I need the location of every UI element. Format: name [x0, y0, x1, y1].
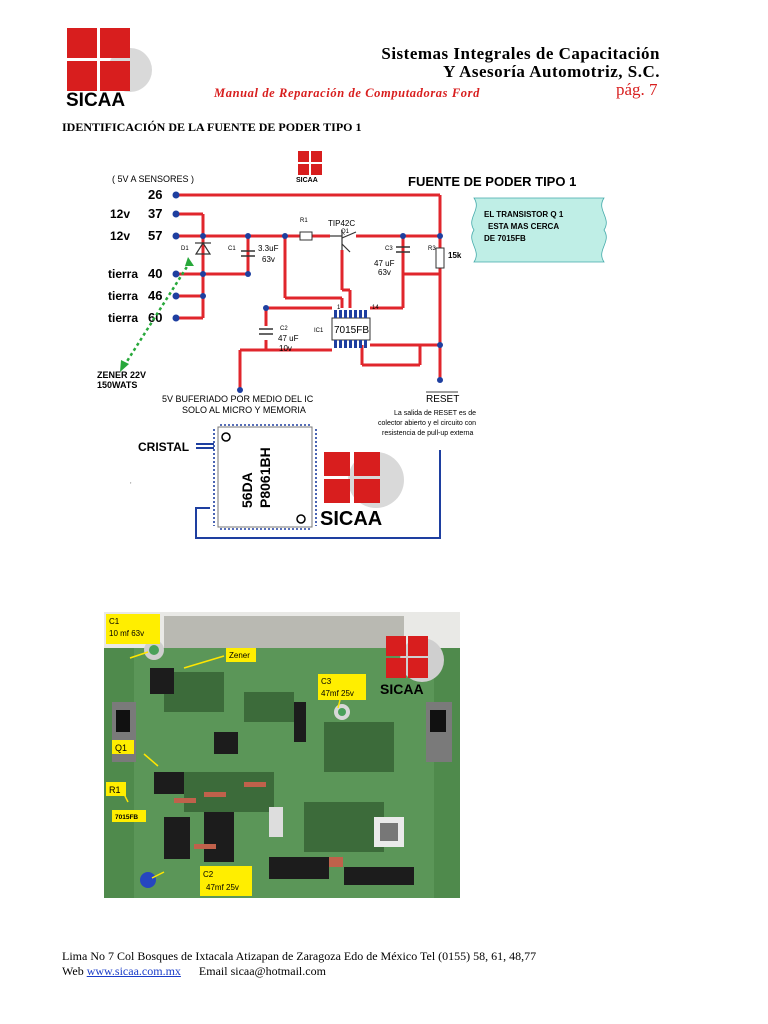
pin-57-number: 57	[148, 228, 162, 243]
capacitor-c2	[259, 328, 273, 335]
ic1-pin-14: 14	[372, 305, 379, 311]
company-name-line1: Sistemas Integrales de Capacitación	[381, 44, 660, 63]
photo-label-c2	[200, 866, 252, 896]
capacitor-c1	[241, 250, 255, 257]
footer-web-link[interactable]: www.sicaa.com.mx	[86, 964, 181, 978]
diode-d1	[194, 241, 212, 255]
footer-email: Email sicaa@hotmail.com	[198, 964, 326, 978]
ic1-pin-1: 1	[337, 305, 341, 311]
sicaa-logo: SICAA	[66, 28, 152, 110]
photo-label-c3-line2: 47mf 25v	[321, 689, 354, 698]
photo-label-q1	[112, 740, 134, 754]
c2-value: 47 uF	[278, 334, 299, 343]
q1-label: Q1	[341, 229, 350, 235]
buffered-label-line2: SOLO AL MICRO Y MEMORIA	[182, 405, 306, 415]
r3-value: 15k	[448, 251, 462, 260]
photo-label-ic-text: 7015FB	[115, 814, 138, 821]
d1-label: D1	[181, 246, 189, 252]
photo-label-c1-line2: 10 mf 63v	[109, 629, 144, 638]
connector-pins	[172, 191, 443, 393]
photo-label-ic	[112, 810, 146, 822]
resistor-r3	[435, 247, 445, 269]
c1-voltage: 63v	[262, 255, 275, 264]
power-supply-schematic: SICAA	[97, 151, 607, 539]
microcontroller-chip	[213, 424, 317, 530]
photo-label-c1	[106, 614, 160, 644]
photo-label-c2-line1: C2	[203, 870, 214, 879]
company-name-line2: Y Asesoría Automotriz, S.C.	[443, 62, 660, 81]
note-line1: EL TRANSISTOR Q 1	[484, 210, 564, 219]
pin-37-label: 12v	[110, 207, 130, 221]
svg-text:SICAA: SICAA	[296, 177, 318, 184]
ic1-part: 7015FB	[334, 325, 369, 336]
resistor-r1	[299, 231, 313, 241]
c2-label: C2	[280, 326, 288, 332]
note-line2: ESTA MAS CERCA	[488, 222, 559, 231]
footer-web-label: Web	[62, 964, 84, 978]
micro-line1: 56DA	[239, 472, 255, 508]
c2-voltage: 10v	[279, 344, 292, 353]
footer: Lima No 7 Col Bosques de Ixtacala Atizap…	[62, 949, 742, 979]
footer-address: Lima No 7 Col Bosques de Ixtacala Atizap…	[62, 949, 537, 963]
section-title: IDENTIFICACIÓN DE LA FUENTE DE PODER TIP…	[62, 120, 362, 134]
zener-label-line1: ZENER 22V	[97, 370, 146, 380]
photo-label-c3-line1: C3	[321, 677, 332, 686]
reset-note-line2: colector abierto y el circuito con	[378, 420, 476, 427]
photo-label-zener-text: Zener	[229, 651, 250, 660]
photo-label-r1	[106, 782, 126, 796]
c3-voltage: 63v	[378, 268, 391, 277]
ic1-7015fb	[331, 310, 371, 348]
circuit-wires	[176, 193, 442, 390]
zener-label-line2: 150WATS	[97, 380, 137, 390]
c3-value: 47 uF	[374, 259, 395, 268]
schematic-title: FUENTE DE PODER TIPO 1	[408, 174, 576, 189]
micro-line2: P8061BH	[257, 447, 273, 508]
svg-text:SICAA: SICAA	[320, 508, 382, 530]
transistor-note-box	[471, 197, 607, 263]
sensor-label: ( 5V A SENSORES )	[112, 174, 194, 184]
buffered-label-line1: 5V BUFERIADO POR MEDIO DEL IC	[162, 394, 314, 404]
r3-label: R3	[428, 246, 436, 252]
schematic-logo-large: SICAA	[320, 452, 404, 530]
c3-label: C3	[385, 246, 393, 252]
photo-label-r1-text: R1	[109, 785, 121, 795]
capacitor-c3	[396, 246, 410, 253]
pin-60-label: tierra	[108, 311, 138, 325]
page-number: pág. 7	[616, 80, 658, 99]
pin-40-label: tierra	[108, 267, 138, 281]
photo-label-c3	[318, 674, 366, 700]
pin-57-label: 12v	[110, 229, 130, 243]
pin-26-number: 26	[148, 187, 162, 202]
manual-title: Manual de Reparación de Computadoras For…	[214, 86, 480, 100]
footer-contact: Web www.sicaa.com.mx Email sicaa@hotmail…	[62, 964, 742, 979]
reset-note-line3: resistencia de pull-up externa	[382, 430, 474, 437]
pin-46-number: 46	[148, 288, 162, 303]
pin-60-number: 60	[148, 310, 162, 325]
reset-note-line1: La salida de RESET es de	[394, 410, 476, 417]
photo-label-c1-line1: C1	[109, 617, 120, 626]
note-line3: DE 7015FB	[484, 234, 526, 243]
q1-part: TIP42C	[328, 219, 355, 228]
photo-label-c2-line2: 47mf 25v	[206, 883, 239, 892]
zener-arrowhead	[120, 360, 129, 372]
reset-label: RESET	[426, 394, 459, 405]
photo-label-q1-text: Q1	[115, 743, 127, 753]
pin-46-label: tierra	[108, 289, 138, 303]
schematic-logo: SICAA	[296, 151, 322, 184]
zener-pointer	[122, 261, 192, 367]
transistor-q1	[330, 230, 357, 253]
photo-label-zener	[226, 648, 256, 662]
pin-37-number: 37	[148, 206, 162, 221]
reset-wire	[195, 450, 441, 539]
svg-text:': '	[130, 481, 132, 490]
r1-label: R1	[300, 218, 308, 224]
c1-label: C1	[228, 246, 236, 252]
pin-40-number: 40	[148, 266, 162, 281]
svg-text:SICAA: SICAA	[66, 90, 125, 110]
svg-text:SICAA: SICAA	[380, 681, 424, 697]
c1-value: 3.3uF	[258, 244, 279, 253]
crystal-label: CRISTAL	[138, 440, 189, 454]
ic1-label: IC1	[314, 328, 324, 334]
pcb-photo: SICAA C1 10 mf 63v Zener C3 47mf 25v Q1 …	[104, 612, 460, 898]
